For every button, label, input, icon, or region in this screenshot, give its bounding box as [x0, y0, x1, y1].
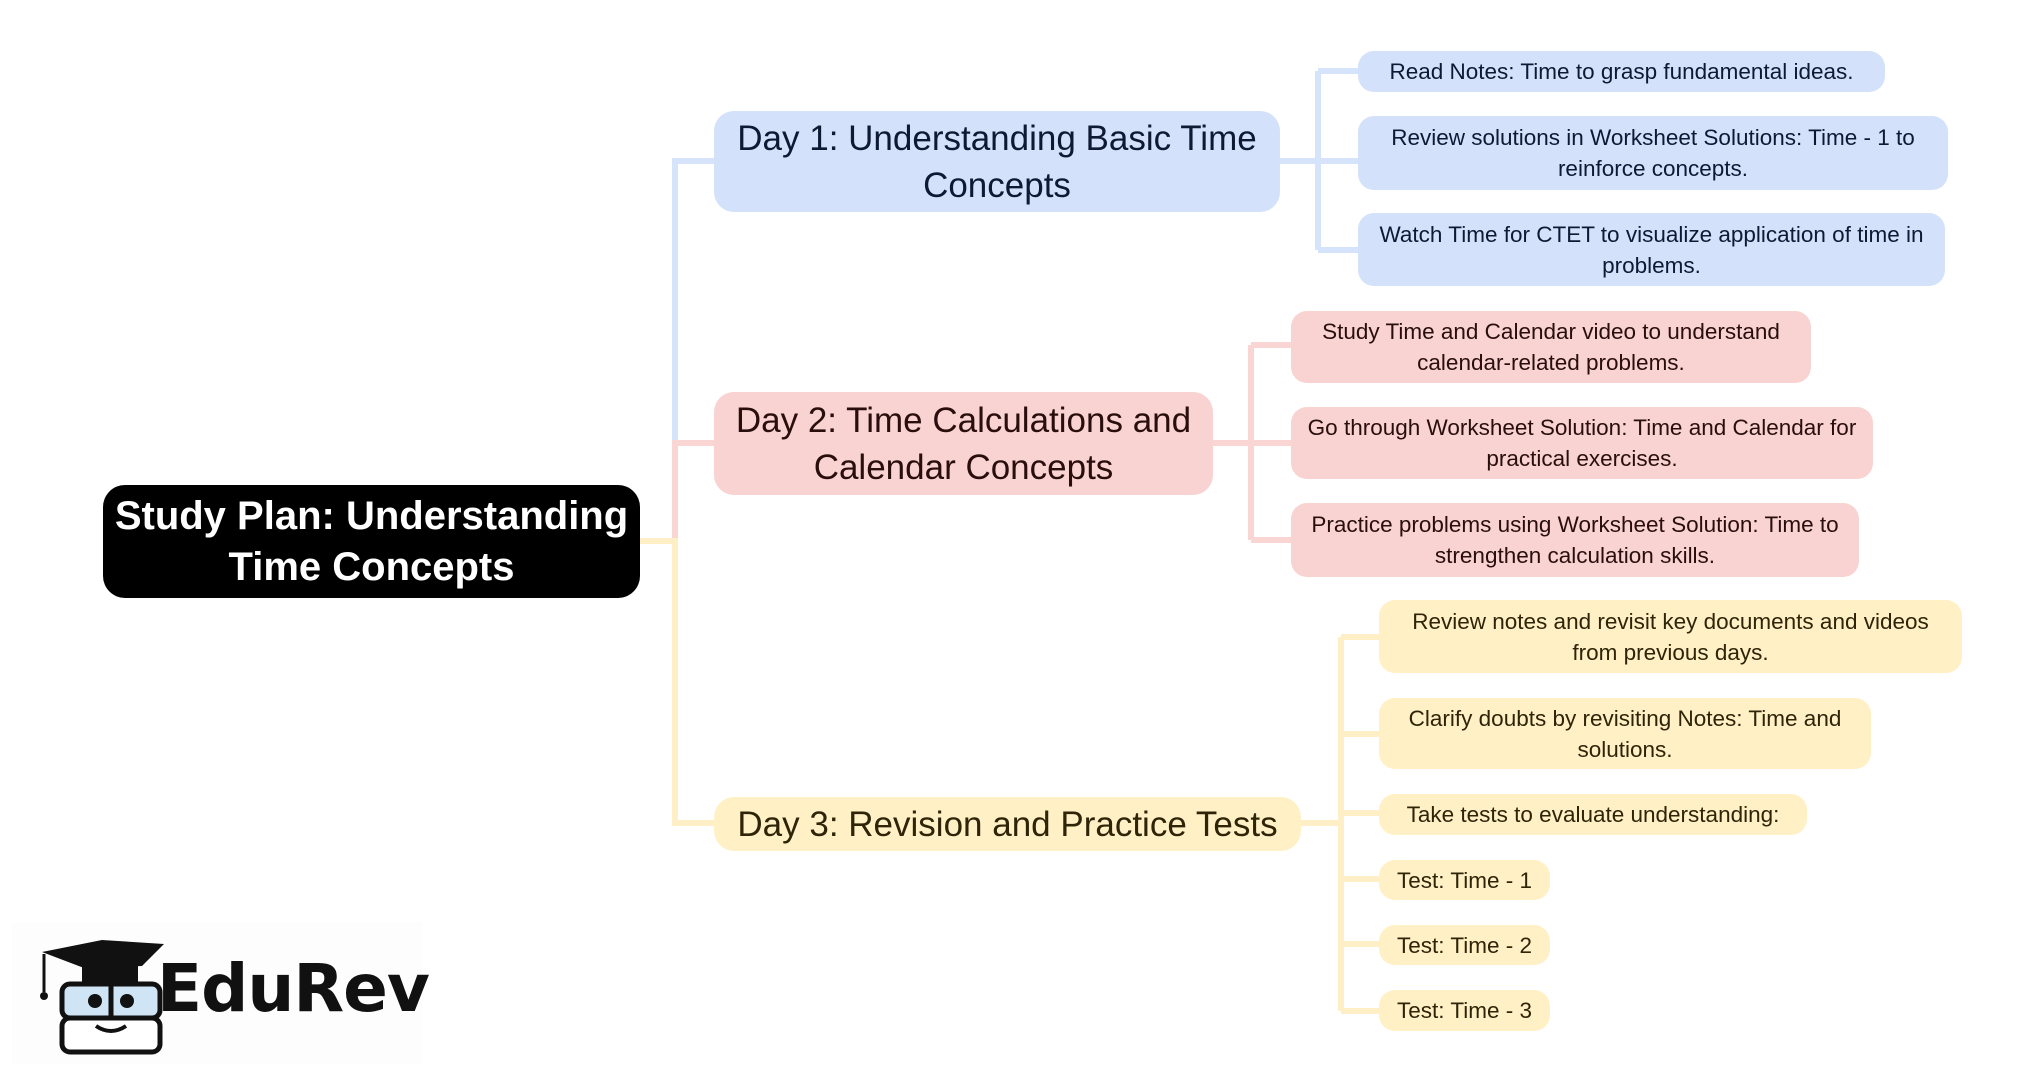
day1-item-text: Watch Time for CTET to visualize applica…	[1379, 221, 1924, 278]
connector-root-day2	[640, 440, 714, 544]
day3-item[interactable]: Review notes and revisit key documents a…	[1379, 600, 1962, 673]
day3-test-item[interactable]: Test: Time - 2	[1379, 925, 1550, 965]
day2-label: Day 2: Time Calculations and Calendar Co…	[735, 400, 1192, 487]
day1-item-text: Review solutions in Worksheet Solutions:…	[1391, 125, 1915, 181]
logo-text: EduRev	[157, 950, 430, 1027]
root-node[interactable]: Study Plan: Understanding Time Concepts	[103, 485, 640, 598]
day1-item-text: Read Notes: Time to grasp fundamental id…	[1389, 59, 1854, 84]
connector-day2-items	[1213, 342, 1291, 543]
day3-test-item[interactable]: Test: Time - 1	[1379, 860, 1550, 900]
day3-item[interactable]: Clarify doubts by revisiting Notes: Time…	[1379, 698, 1871, 769]
day3-item-text: Test: Time - 2	[1396, 932, 1533, 958]
day2-item-text: Study Time and Calendar video to underst…	[1322, 319, 1780, 375]
connector-day1-items	[1280, 68, 1358, 253]
day3-node[interactable]: Day 3: Revision and Practice Tests	[714, 797, 1301, 851]
day3-item-text: Test: Time - 1	[1396, 867, 1533, 893]
day3-item-text: Clarify doubts by revisiting Notes: Time…	[1408, 705, 1842, 762]
connector-root-day3	[640, 538, 714, 826]
root-label: Study Plan: Understanding Time Concepts	[114, 493, 629, 589]
day1-node[interactable]: Day 1: Understanding Basic Time Concepts	[714, 111, 1280, 212]
day2-node[interactable]: Day 2: Time Calculations and Calendar Co…	[714, 392, 1213, 495]
day2-item[interactable]: Practice problems using Worksheet Soluti…	[1291, 503, 1859, 577]
graduation-cap-mascot-icon	[40, 940, 164, 1055]
day2-item-text: Practice problems using Worksheet Soluti…	[1311, 512, 1839, 568]
day2-item-text: Go through Worksheet Solution: Time and …	[1307, 415, 1857, 471]
day3-label: Day 3: Revision and Practice Tests	[737, 804, 1278, 844]
day1-item[interactable]: Review solutions in Worksheet Solutions:…	[1358, 116, 1948, 190]
day3-item-text: Review notes and revisit key documents a…	[1412, 608, 1929, 665]
day3-test-item[interactable]: Test: Time - 3	[1379, 990, 1550, 1031]
day1-item[interactable]: Read Notes: Time to grasp fundamental id…	[1358, 51, 1885, 92]
connector-day3-items	[1301, 634, 1379, 1014]
day2-item[interactable]: Study Time and Calendar video to underst…	[1291, 311, 1811, 383]
day3-item[interactable]: Take tests to evaluate understanding:	[1379, 794, 1807, 835]
day3-item-text: Take tests to evaluate understanding:	[1406, 802, 1780, 827]
day2-item[interactable]: Go through Worksheet Solution: Time and …	[1291, 407, 1873, 479]
day3-item-text: Test: Time - 3	[1396, 998, 1533, 1023]
day1-item[interactable]: Watch Time for CTET to visualize applica…	[1358, 213, 1945, 286]
day1-label: Day 1: Understanding Basic Time Concepts	[737, 118, 1257, 205]
edurev-logo: EduRev	[12, 922, 430, 1064]
